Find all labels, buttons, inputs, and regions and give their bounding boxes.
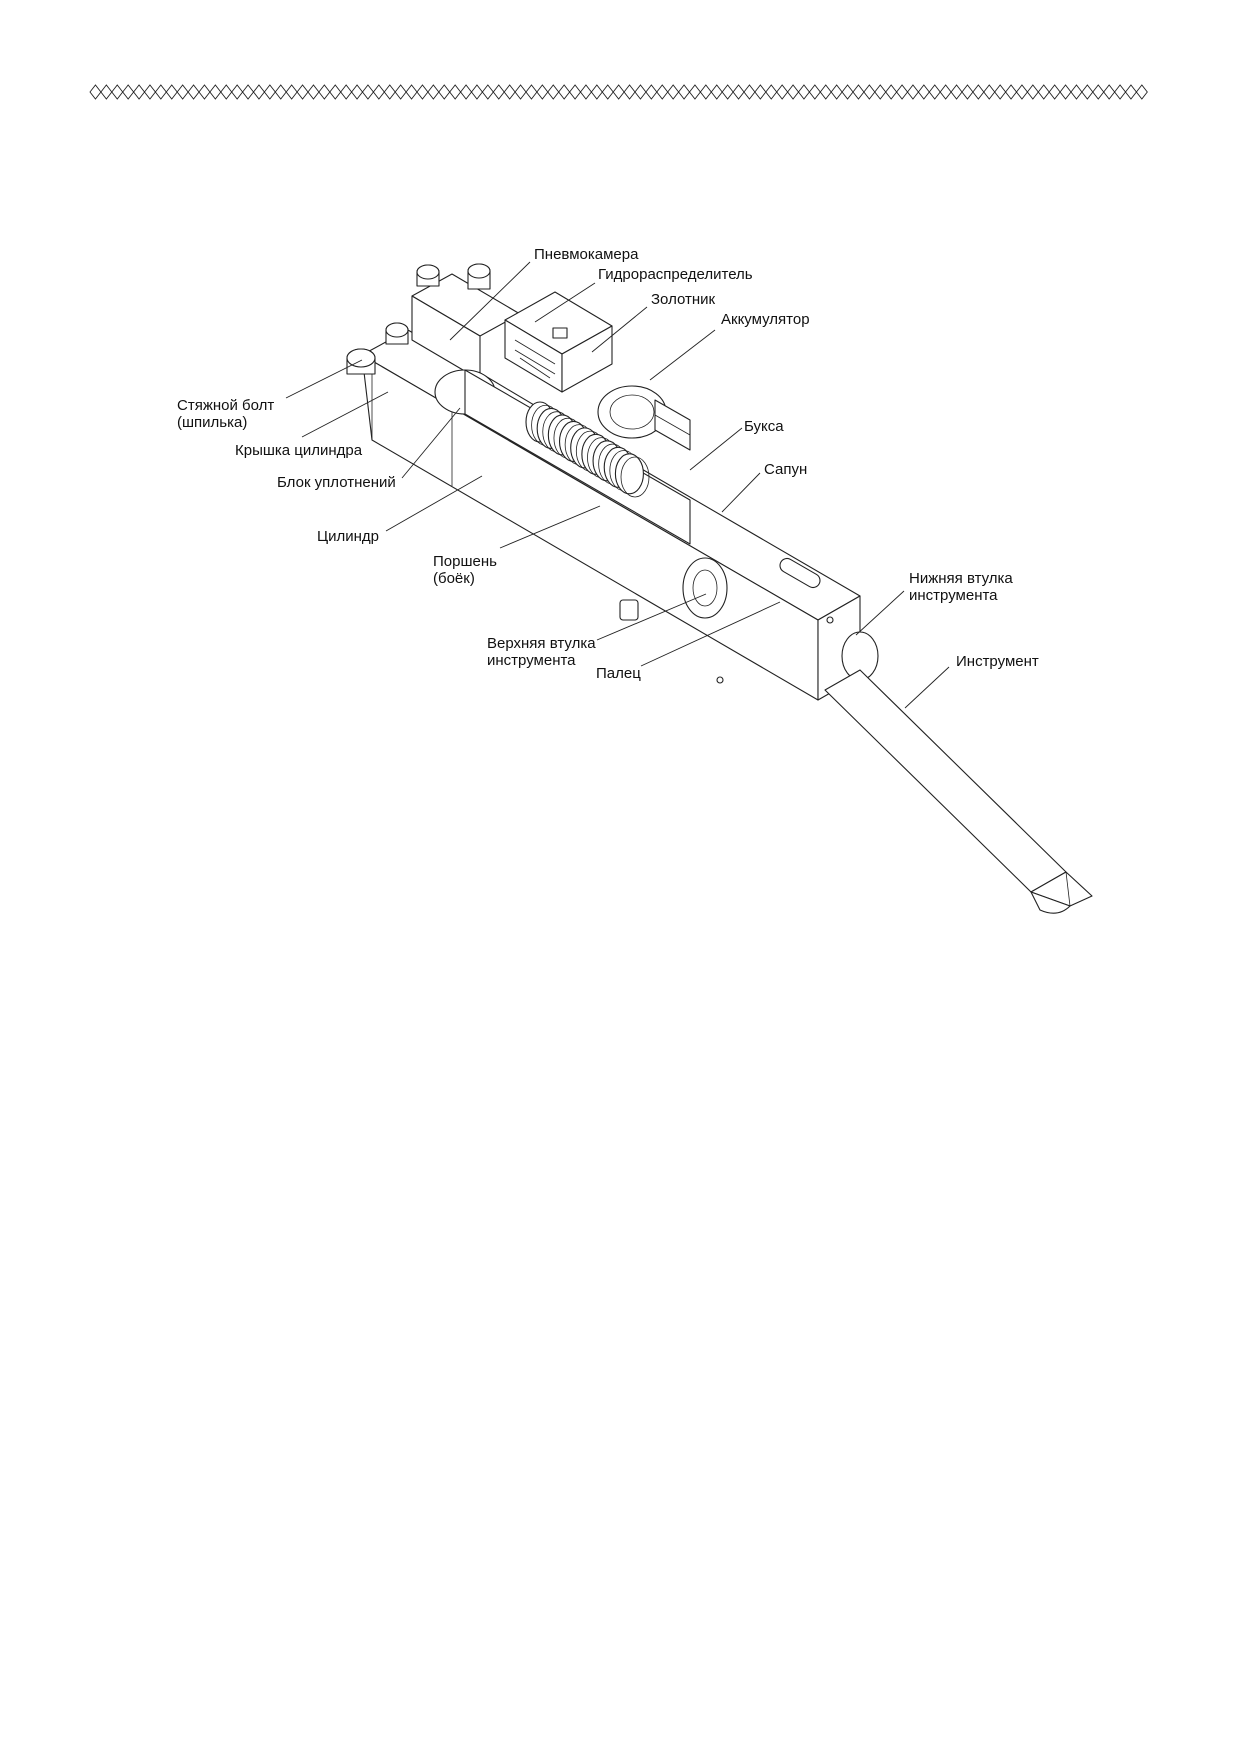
label-tie-bolt-line-1: Стяжной болт — [177, 397, 275, 414]
label-hydro-distributor: Гидрораспределитель — [598, 266, 753, 283]
label-cylinder: Цилиндр — [317, 528, 379, 545]
label-piston-line-2: (боёк) — [433, 570, 475, 587]
label-upper-tool-bushing: Верхняя втулка инструмента — [487, 635, 596, 669]
piston-part — [434, 369, 691, 545]
label-breather: Сапун — [764, 461, 808, 478]
label-cylinder-cover: Крышка цилиндра — [235, 442, 363, 459]
label-pin: Палец — [596, 665, 641, 682]
leader-lines — [285, 261, 950, 709]
label-piston: Поршень (боёк) — [433, 553, 497, 587]
cylinder-cover-part — [346, 263, 521, 381]
label-lower-tool-bushing-line-2: инструмента — [909, 587, 998, 604]
label-upper-tool-bushing-line-1: Верхняя втулка — [487, 635, 596, 652]
label-upper-tool-bushing-line-2: инструмента — [487, 652, 576, 669]
label-tie-bolt: Стяжной болт (шпилька) — [177, 397, 274, 431]
label-seal-block: Блок уплотнений — [277, 474, 396, 491]
accumulator-part — [597, 385, 691, 451]
tool-part — [824, 669, 1093, 914]
label-tool: Инструмент — [956, 653, 1039, 670]
label-piston-line-1: Поршень — [433, 553, 497, 570]
label-pneumo-chamber: Пневмокамера — [534, 246, 639, 263]
label-tie-bolt-line-2: (шпилька) — [177, 414, 248, 431]
decorative-border-strip — [89, 84, 1148, 100]
valve-block — [504, 291, 613, 393]
label-lower-tool-bushing-line-1: Нижняя втулка — [909, 570, 1013, 587]
label-accumulator: Аккумулятор — [721, 311, 810, 328]
label-bushing-box: Букса — [744, 418, 784, 435]
label-spool: Золотник — [651, 291, 716, 308]
label-lower-tool-bushing: Нижняя втулка инструмента — [909, 570, 1013, 604]
